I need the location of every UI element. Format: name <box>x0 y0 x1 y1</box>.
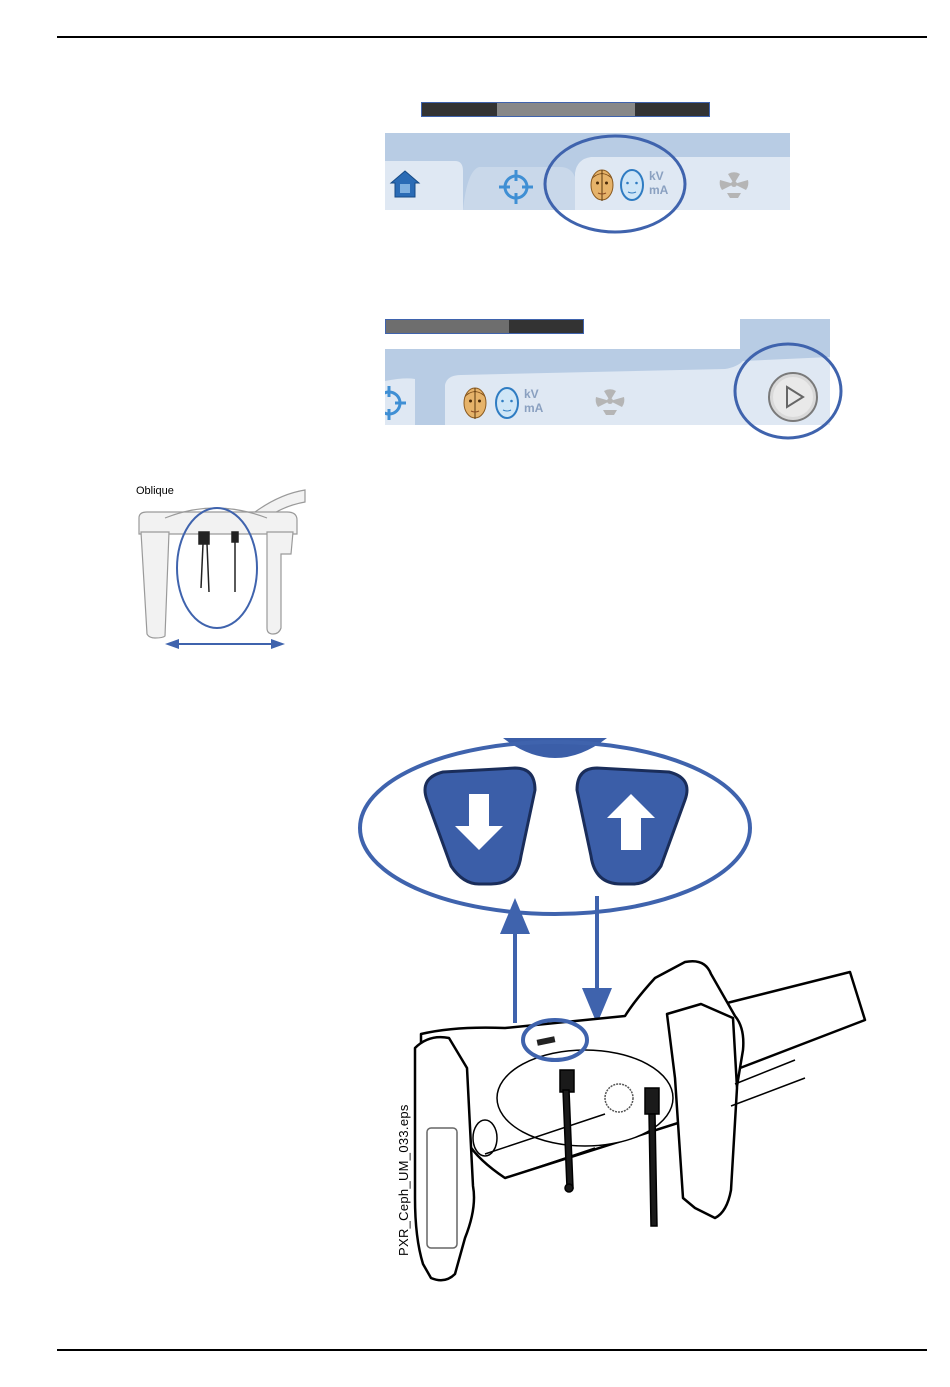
up-button[interactable] <box>577 768 687 884</box>
figure-file-label: PXR_Ceph_UM_033.eps <box>396 1104 411 1256</box>
crosshair-icon[interactable] <box>385 385 407 421</box>
kv-label: kV <box>524 387 539 401</box>
radiation-icon[interactable] <box>718 170 750 200</box>
head-outline-icon[interactable] <box>493 386 521 420</box>
ma-label: mA <box>524 401 543 415</box>
cephalostat-oblique-drawing <box>135 488 310 653</box>
home-icon[interactable] <box>389 169 421 199</box>
top-rule <box>57 36 927 38</box>
bottom-rule <box>57 1349 927 1351</box>
highlight-ellipse-play-button <box>730 340 846 442</box>
highlight-ellipse-face-icons <box>540 133 690 237</box>
crosshair-icon[interactable] <box>498 169 534 205</box>
patient-face-icon[interactable] <box>461 386 489 420</box>
progress-strip-one <box>421 102 710 117</box>
cephalostat-main-drawing <box>355 738 875 1290</box>
radiation-icon[interactable] <box>594 387 626 417</box>
down-button[interactable] <box>425 768 535 884</box>
